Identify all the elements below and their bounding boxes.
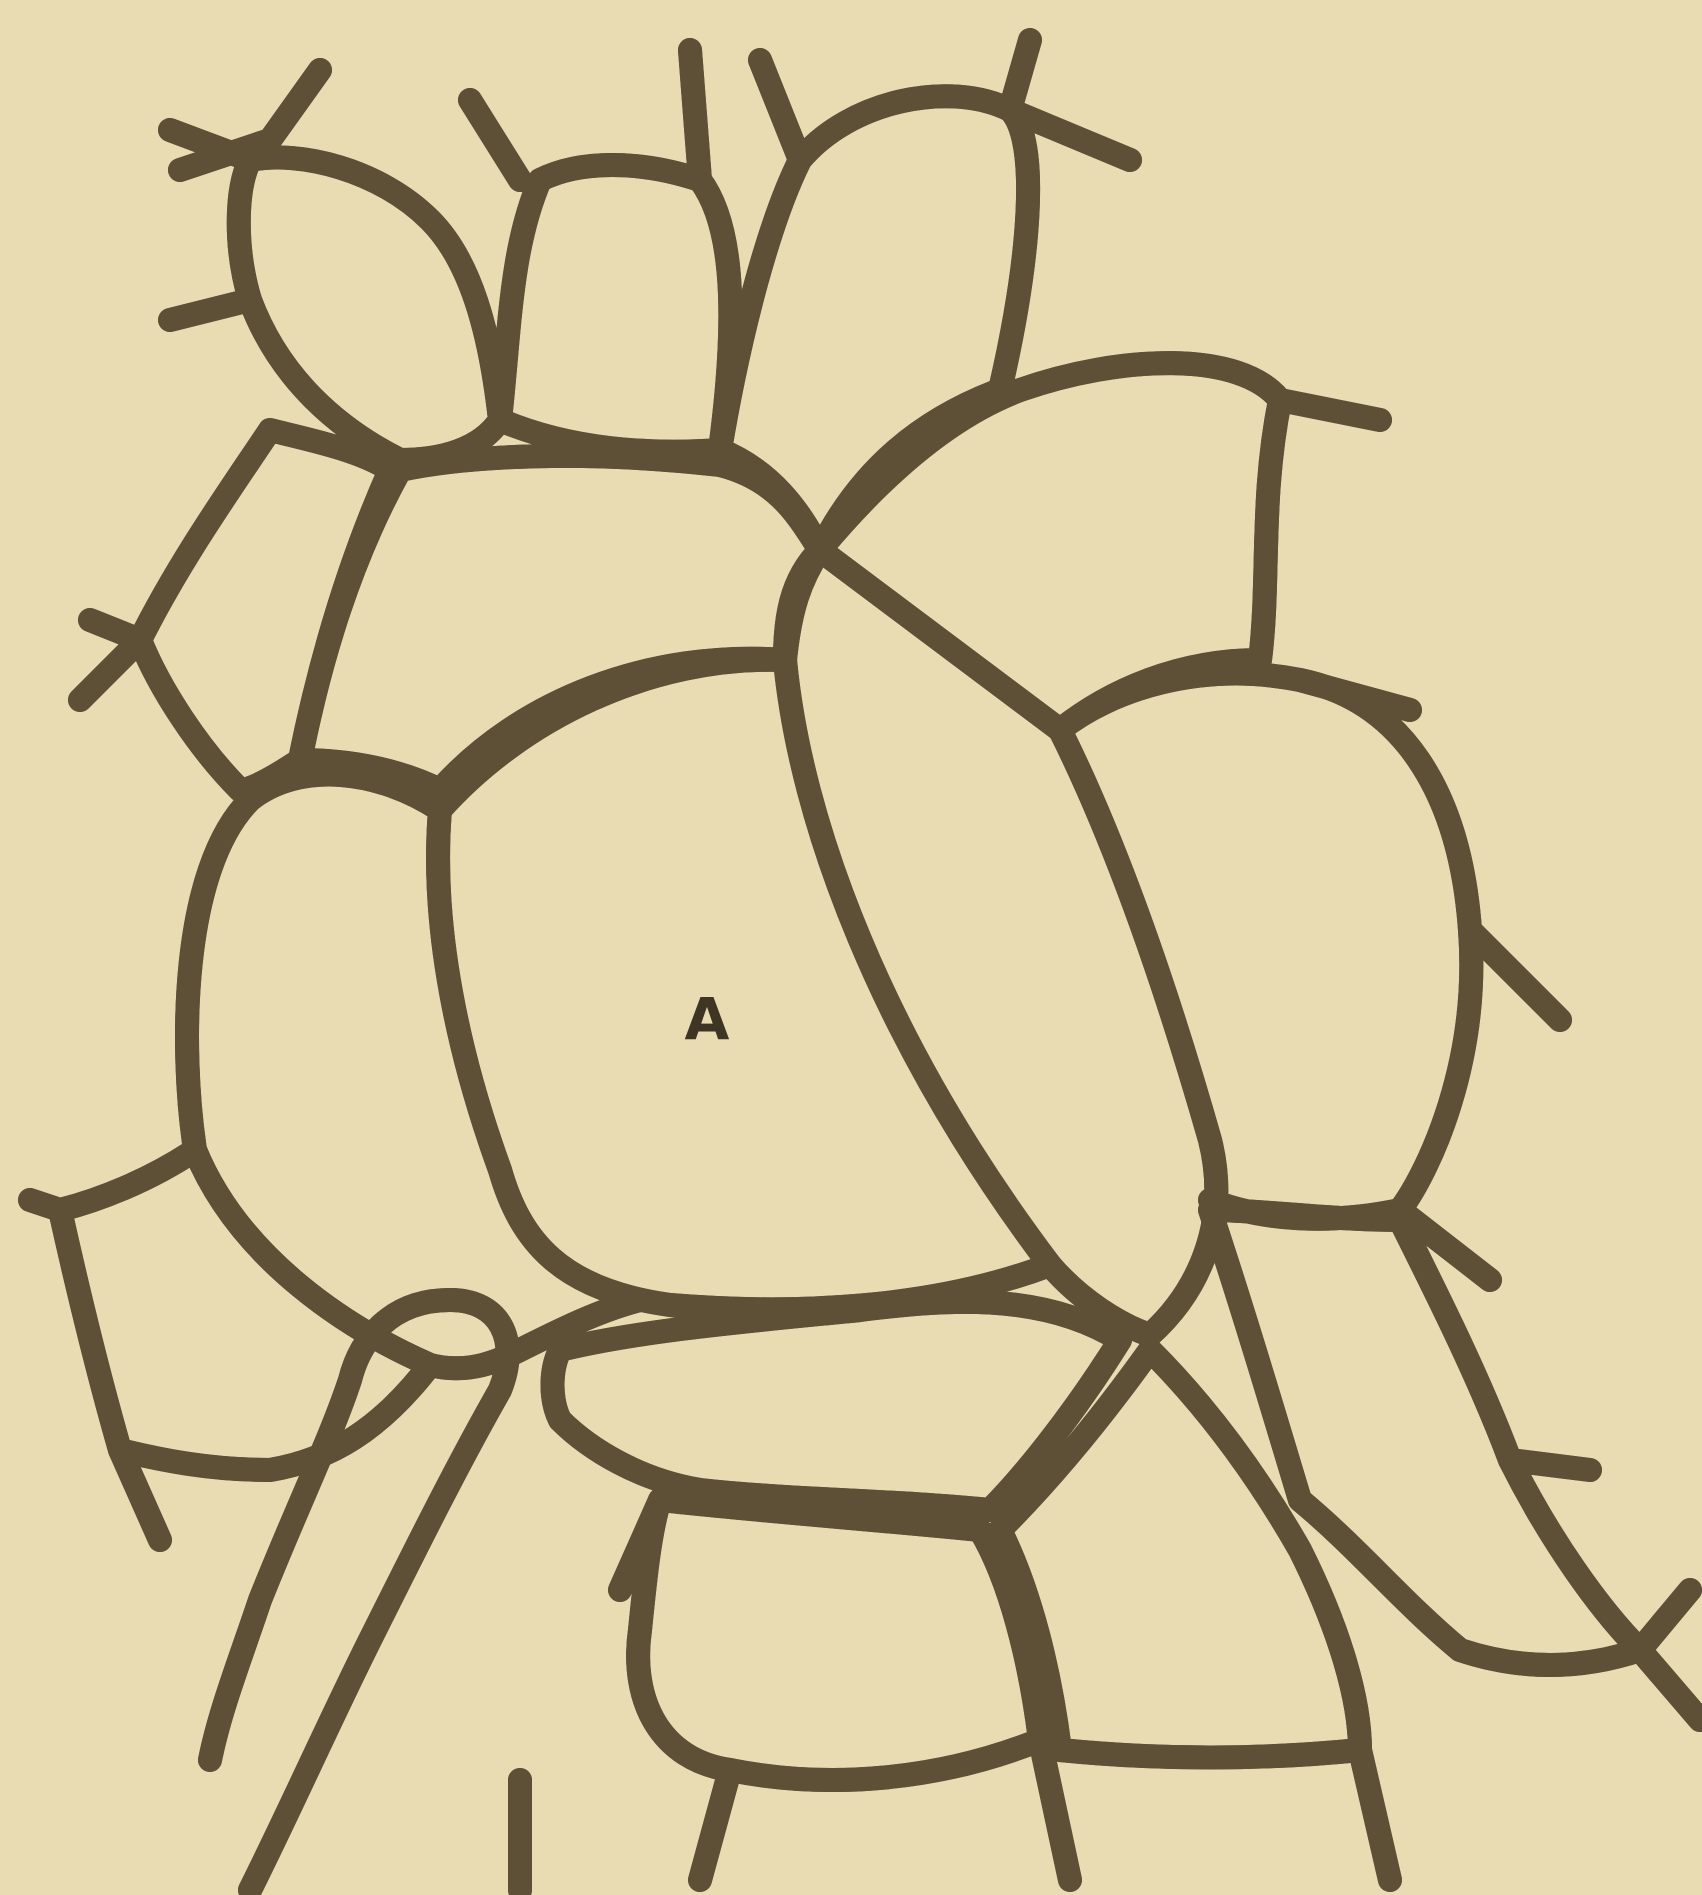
cell-walls-inner xyxy=(30,40,1700,1890)
cell-label-a: A xyxy=(672,990,742,1048)
